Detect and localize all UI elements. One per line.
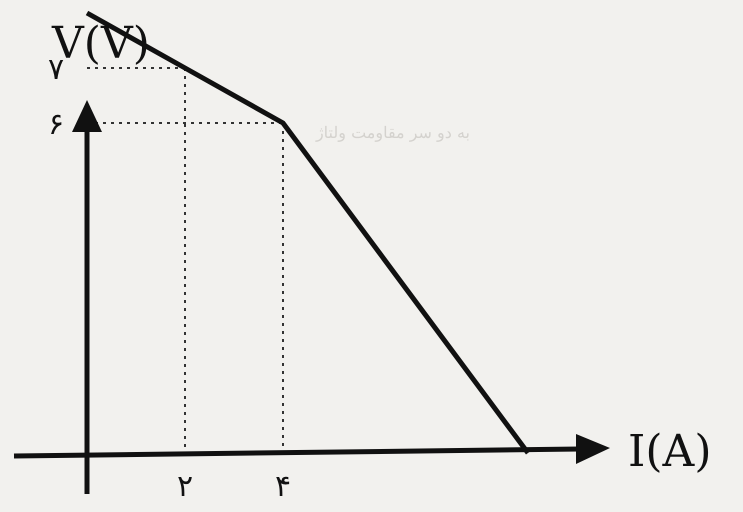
y-axis-arrow-icon xyxy=(72,100,102,132)
y-axis-title: V(V) xyxy=(51,18,150,69)
x-axis-arrow-icon xyxy=(576,434,610,464)
x-axis xyxy=(13,446,581,459)
x-tick-label-1: ۴ xyxy=(275,469,291,504)
series-line xyxy=(85,10,531,455)
y-tick-label-0: ۷ xyxy=(48,52,64,87)
guide-lines xyxy=(87,67,284,453)
x-axis-title: I(A) xyxy=(628,426,712,477)
y-tick-label-1: ۶ xyxy=(48,107,64,142)
bleed-through-text: به دو سر مقاومت ولتاژ xyxy=(315,123,470,142)
tick-labels: ۲ ۴ ۷ ۶ xyxy=(48,52,291,504)
x-tick-label-0: ۲ xyxy=(177,469,193,504)
